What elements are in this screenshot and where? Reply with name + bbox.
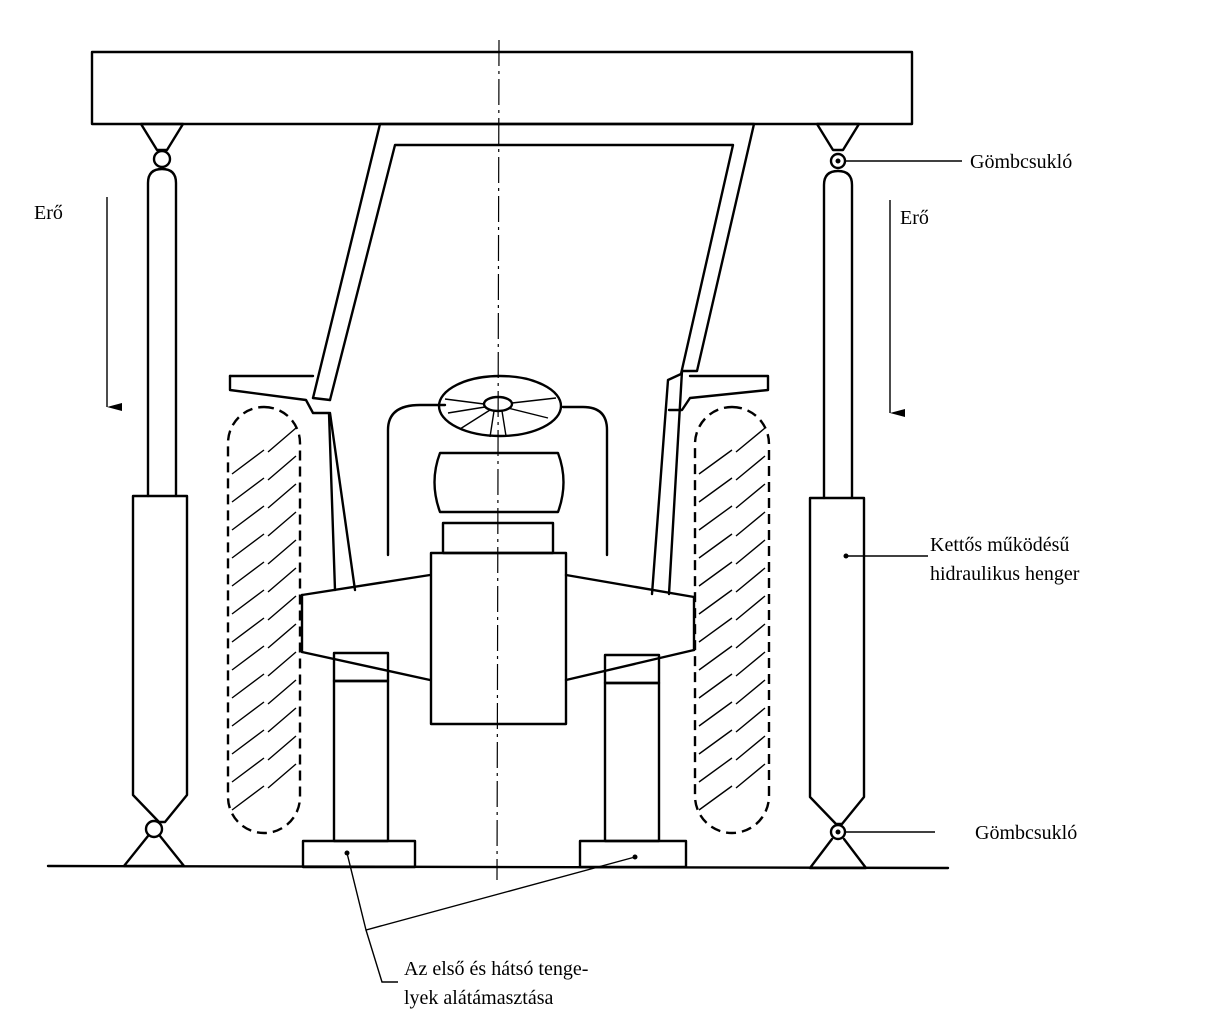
transmission-housing — [429, 551, 568, 726]
tread-lug — [698, 763, 766, 811]
tread-lug — [231, 455, 297, 503]
right-cylinder-body — [808, 496, 866, 826]
right-rear-wheel — [693, 405, 771, 835]
right-bottom-bracket — [808, 837, 868, 870]
cylinder-label-line1: Kettős működésű — [930, 534, 1069, 556]
left-top-bracket — [139, 122, 185, 152]
dashboard-right — [561, 405, 609, 557]
tread-lug — [698, 483, 766, 531]
tread-lug — [231, 595, 297, 643]
support-label-line1: Az első és hátsó tenge- — [404, 958, 588, 980]
left-axle-support-stand — [301, 651, 417, 869]
tread-lug — [698, 567, 766, 615]
right-support-base — [578, 839, 688, 869]
tread-lug — [231, 511, 297, 559]
force-label-right: Erő — [900, 207, 929, 229]
left-wheel-tread — [231, 427, 297, 811]
dashboard-left — [386, 403, 447, 557]
cylinder-label-line2: hidraulikus henger — [930, 563, 1080, 585]
cabin-outer-frame — [311, 122, 756, 596]
tread-lug — [698, 455, 766, 503]
tread-lug — [231, 679, 297, 727]
force-label-left: Erő — [34, 202, 63, 224]
tread-lug — [698, 679, 766, 727]
tread-lug — [698, 427, 766, 475]
ball-joint-label-top: Gömbcsukló — [970, 151, 1072, 173]
ball-joint-label-bottom: Gömbcsukló — [975, 822, 1077, 844]
left-bottom-bracket — [122, 834, 186, 868]
support-label-line2: lyek alátámasztása — [404, 987, 553, 1009]
tread-lug — [698, 595, 766, 643]
cabin-frame — [228, 122, 770, 596]
left-piston-rod — [146, 167, 178, 498]
driver-seat — [433, 451, 565, 514]
left-hydraulic-cylinder — [122, 122, 189, 868]
tread-lug — [698, 511, 766, 559]
left-wheel-outline — [226, 405, 302, 835]
tread-lug — [231, 567, 297, 615]
tread-lug — [231, 427, 297, 475]
center-axis-line — [496, 39, 500, 881]
tread-lug — [231, 651, 297, 699]
tread-lug — [231, 735, 297, 783]
right-piston-rod — [822, 169, 854, 500]
left-bottom-ball-joint — [144, 819, 164, 839]
support-leader-lines — [346, 852, 636, 931]
tread-lug — [231, 707, 297, 755]
tread-lug — [698, 707, 766, 755]
tread-lug — [698, 539, 766, 587]
right-wheel-outline — [693, 405, 771, 835]
tread-lug — [698, 651, 766, 699]
left-rear-wheel — [226, 405, 302, 835]
tread-lug — [231, 763, 297, 811]
right-axle-support-stand — [578, 653, 688, 869]
left-fender — [228, 374, 337, 592]
right-hydraulic-cylinder — [808, 122, 868, 870]
tread-lug — [231, 539, 297, 587]
rear-axle-assembly — [300, 551, 696, 726]
top-load-beam — [90, 50, 914, 126]
right-wheel-tread — [698, 427, 766, 811]
tread-lug — [698, 623, 766, 671]
left-top-ball-joint — [152, 149, 172, 169]
steering-wheel — [437, 374, 563, 438]
right-fender — [667, 374, 770, 412]
tread-lug — [698, 735, 766, 783]
tread-lug — [231, 623, 297, 671]
left-support-base — [301, 839, 417, 869]
ground-line — [46, 864, 950, 870]
left-cylinder-body — [131, 494, 189, 824]
tread-lug — [231, 483, 297, 531]
cabin-inner-frame — [328, 143, 735, 596]
right-top-bracket — [815, 122, 861, 152]
